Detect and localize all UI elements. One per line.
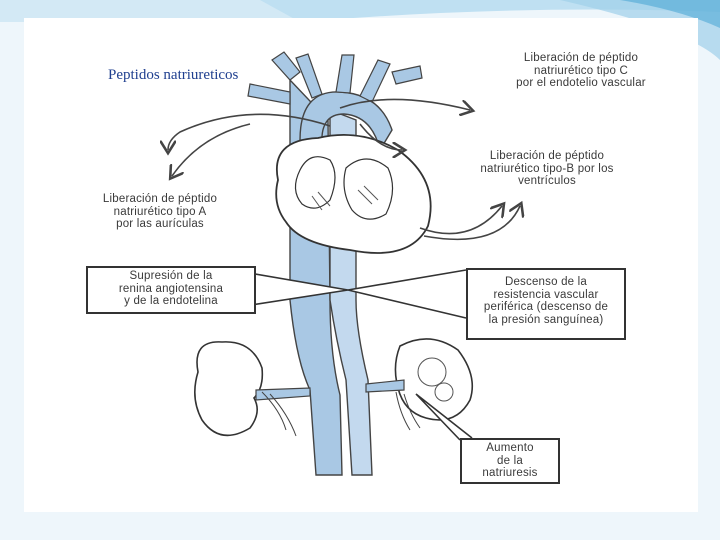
label-c-type-peptide: Liberación de péptido natriurético tipo … — [516, 52, 646, 89]
heart — [275, 133, 432, 254]
box-vascular-resistance: Descenso de la resistencia vascular peri… — [466, 268, 626, 340]
callout-pointers — [231, 269, 473, 441]
label-b-type-peptide: Liberación de péptido natriurético tipo-… — [480, 150, 614, 187]
kidney-right — [365, 338, 474, 431]
circulation-illustration — [24, 51, 698, 476]
box-natriuresis: Aumento de la natriuresis — [460, 438, 560, 484]
slide-title: Peptidos natriureticos — [108, 67, 239, 83]
curved-arrows — [168, 98, 520, 241]
aortic-arch — [247, 51, 423, 152]
box-renin-suppression: Supresión de la renina angiotensina y de… — [86, 266, 256, 314]
label-a-type-peptide: Liberación de péptido natriurético tipo … — [102, 193, 218, 230]
kidney-left — [194, 341, 311, 437]
diagram-figure: Liberación de péptido natriurético tipo … — [24, 18, 698, 512]
